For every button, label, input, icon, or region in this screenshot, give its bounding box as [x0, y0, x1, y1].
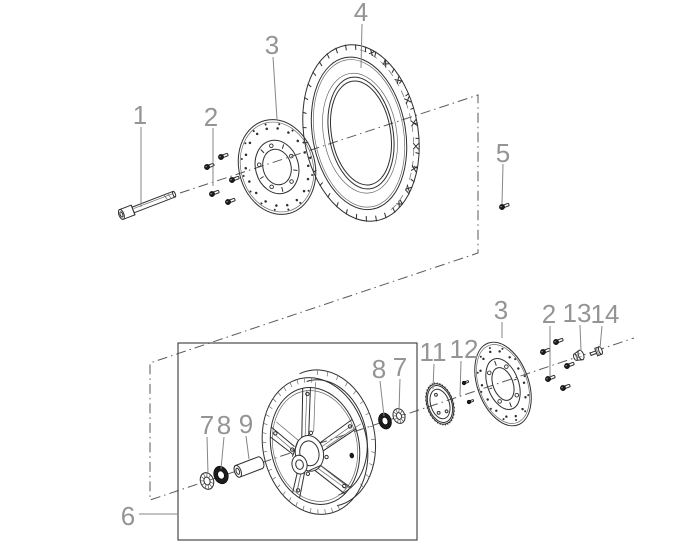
part-label-spacer: 9 — [239, 409, 253, 439]
part-label-washer-left: 7 — [200, 410, 214, 440]
small-bolt — [498, 201, 511, 211]
bearing-right — [378, 412, 392, 430]
rear-disc-screws — [539, 336, 576, 392]
part-label-sprocket: 11 — [420, 337, 447, 367]
part-label-disc-front: 3 — [265, 30, 279, 60]
rear-brake-disc — [474, 341, 532, 427]
part-label-screw-rear: 2 — [542, 299, 556, 329]
washer-right — [392, 408, 406, 424]
part-label-disc-rear: 3 — [494, 295, 508, 325]
flange-nut — [572, 349, 585, 361]
part-label-flange-nut: 13 — [563, 298, 592, 328]
front-brake-disc — [237, 119, 317, 215]
part-label-washer-right: 7 — [393, 352, 407, 382]
front-disc-screws — [203, 151, 241, 206]
part-label-bolt-small: 5 — [496, 138, 510, 168]
bearing-left — [213, 465, 229, 485]
part-label-axle: 1 — [133, 100, 147, 130]
washer-left — [199, 472, 215, 490]
front-axle — [117, 190, 177, 221]
dash-dot-boundary — [149, 94, 635, 501]
part-label-tire: 4 — [354, 0, 368, 27]
part-label-wheel-box: 6 — [121, 501, 135, 531]
part-label-screw-front: 2 — [204, 102, 218, 132]
part-label-bearing-left: 8 — [217, 410, 231, 440]
hex-bolt — [589, 346, 603, 357]
rear-wheel — [261, 369, 377, 515]
sprocket-ring — [424, 382, 456, 426]
leader-lines — [139, 23, 603, 515]
wheel-box-outline — [177, 342, 418, 541]
part-label-pin: 12 — [450, 334, 479, 364]
spacer-tube — [233, 456, 265, 478]
part-label-hex-bolt: 14 — [591, 299, 620, 329]
part-label-bearing-right: 8 — [372, 354, 386, 384]
front-tire — [302, 44, 420, 222]
